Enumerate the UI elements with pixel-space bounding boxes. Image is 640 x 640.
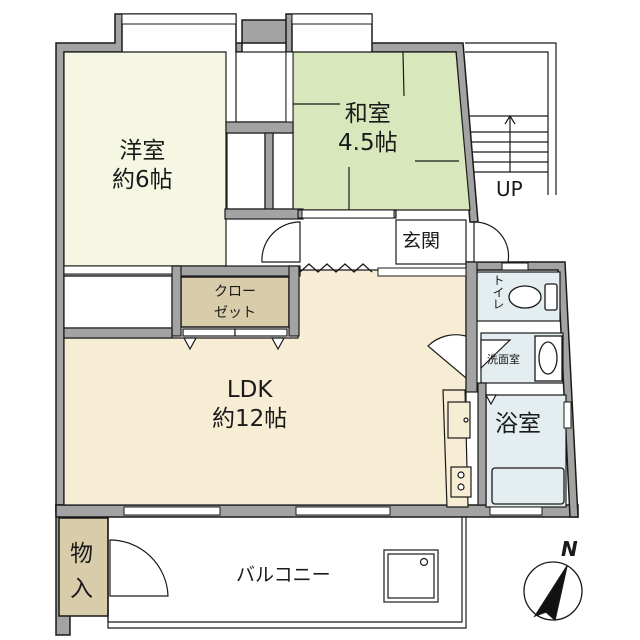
- western-room-floor: [63, 51, 227, 267]
- western-room-label: 洋室 約6帖: [112, 137, 173, 195]
- entrance-door: [473, 221, 510, 263]
- toilet-label: トイレ: [491, 274, 505, 310]
- folding-door: [299, 263, 373, 273]
- room-name: LDK: [226, 377, 273, 403]
- closet-label: クロー ゼット: [214, 282, 256, 324]
- room-size: 4.5帖: [338, 129, 398, 156]
- entrance-label: 玄関: [402, 230, 441, 252]
- compass-icon: [523, 561, 583, 622]
- storage-label-line2: 入: [70, 575, 93, 602]
- room-size: 約6帖: [112, 166, 173, 193]
- storage-label: 物 入: [70, 537, 93, 606]
- closet-label-line2: ゼット: [214, 305, 256, 321]
- closet-label-line1: クロー: [214, 284, 256, 300]
- ldk-label: LDK 約12帖: [212, 376, 287, 434]
- washroom-label: 洗面室: [487, 353, 520, 366]
- room-name: 洋室: [119, 138, 166, 164]
- compass-north-label: N: [561, 537, 578, 561]
- door-western-room: [261, 221, 301, 263]
- door-washroom: [427, 334, 467, 380]
- balcony-label: バルコニー: [236, 564, 331, 586]
- bathroom-label: 浴室: [495, 411, 541, 437]
- room-size: 約12帖: [212, 405, 288, 432]
- japanese-room-label: 和室 4.5帖: [338, 100, 398, 158]
- entrance-floor: [395, 219, 467, 265]
- staircase: [465, 42, 557, 195]
- stairs-up-label: UP: [496, 177, 523, 201]
- door-storage: [109, 539, 169, 597]
- storage-label-line1: 物: [70, 541, 93, 567]
- room-name: 和室: [344, 101, 391, 127]
